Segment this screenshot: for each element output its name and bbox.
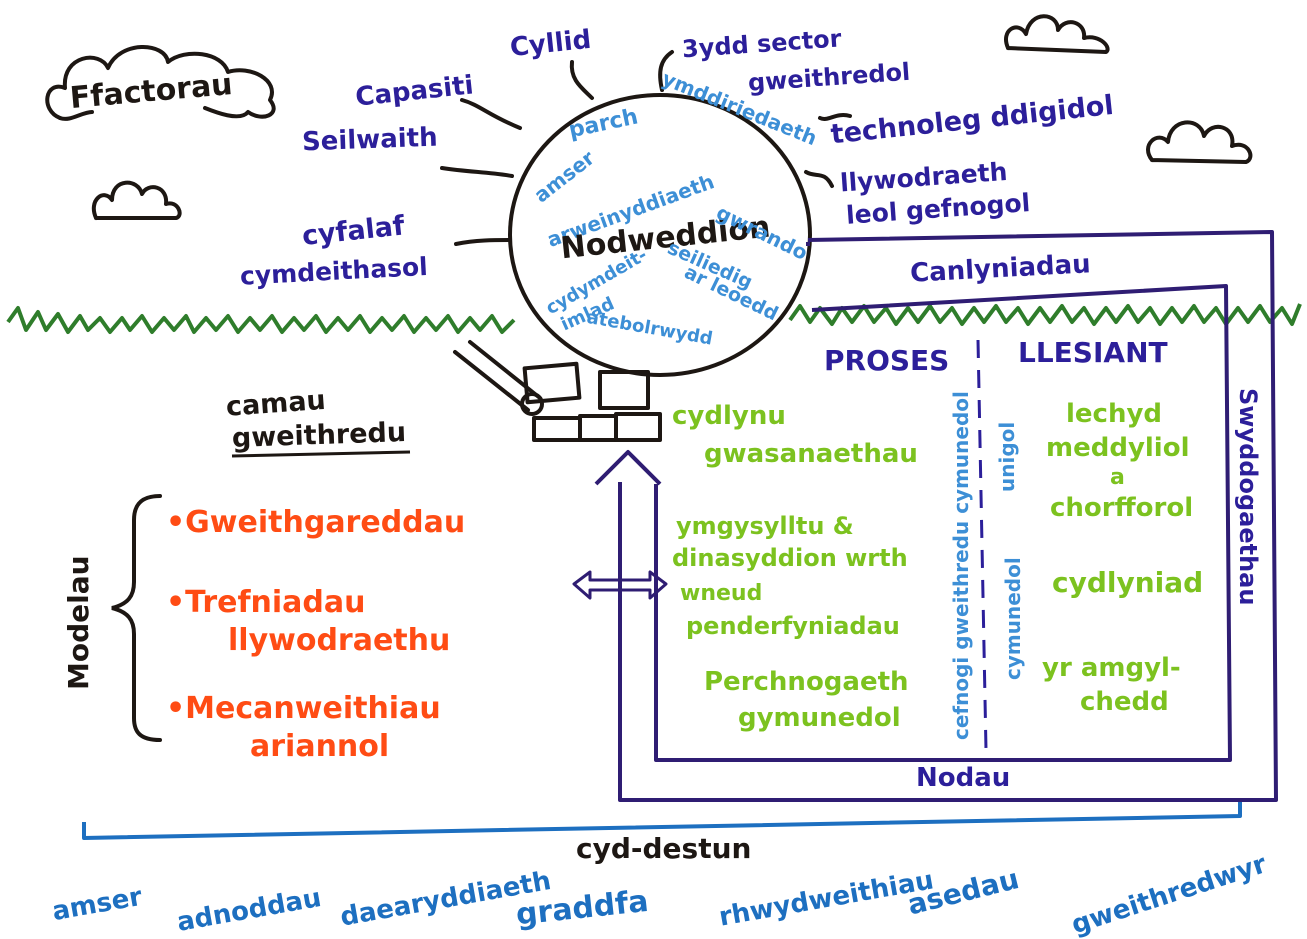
factor-seilwaith: Seilwaith <box>302 123 439 158</box>
proses-item-3-line1: Perchnogaeth <box>704 667 909 697</box>
cart-drawing <box>453 340 662 442</box>
ray-cyllid <box>569 60 594 100</box>
factor-capasiti: Capasiti <box>354 70 475 112</box>
cloud-title <box>45 45 276 121</box>
ray-third-sector <box>658 50 674 92</box>
divider-cymunedol: cymunedol <box>1001 557 1025 680</box>
ray-capasiti <box>460 98 522 130</box>
factor-cyfalaf-line2: cymdeithasol <box>239 252 428 291</box>
cloud-right <box>1146 120 1253 164</box>
factor-tech: technoleg ddigidol <box>829 90 1115 151</box>
llesiant-list: lechyd meddyliol a chorfforol cydlyniad … <box>1042 399 1203 717</box>
ray-llywodraeth <box>804 170 834 188</box>
outcomes-label: Canlyniadau <box>909 249 1091 288</box>
llesiant-item-3-line2: chedd <box>1080 687 1169 717</box>
ray-cyfalaf <box>454 238 512 246</box>
value-parch: parch <box>567 104 641 143</box>
ground-line <box>6 303 1302 334</box>
model-item-1-line1: •Gweithgareddau <box>166 505 465 540</box>
cloud-small-left <box>92 180 182 220</box>
proses-item-3-line2: gymunedol <box>738 703 901 733</box>
llesiant-item-2-line1: cydlyniad <box>1052 566 1203 599</box>
model-item-3-line2: ariannol <box>250 729 389 764</box>
cloud-top-right <box>1004 14 1110 54</box>
llesiant-item-1-line3: a <box>1110 465 1125 490</box>
divider-unigol: unigol <box>995 422 1019 492</box>
steps-line1: camau <box>225 385 327 423</box>
factor-third-sector-line1: 3ydd sector <box>681 24 842 63</box>
proses-list: cydlynu gwasanaethau ymgysylltu & dinasy… <box>672 401 918 733</box>
outcomes-frame <box>594 230 1278 802</box>
models-brace <box>111 494 162 742</box>
llesiant-item-1-line4: chorfforol <box>1050 493 1193 523</box>
value-atebolrwydd: atebolrwydd <box>585 307 714 350</box>
ray-tech <box>818 113 852 121</box>
proses-item-2-line4: penderfyniadau <box>686 612 900 640</box>
steps-line2: gweithredu <box>231 417 406 454</box>
model-item-2-line1: •Trefniadau <box>166 585 366 620</box>
center-divider <box>976 339 988 751</box>
model-item-3-line1: •Mecanweithiau <box>166 691 441 726</box>
proses-item-1-line1: cydlynu <box>672 401 786 431</box>
llesiant-item-1-line2: meddyliol <box>1046 433 1190 463</box>
context-line <box>82 802 1242 840</box>
model-item-2-line2: llywodraethu <box>228 623 450 658</box>
proses-item-1-line2: gwasanaethau <box>704 439 918 469</box>
context-item: rhwydweithiau <box>717 865 936 932</box>
value-amser: amser <box>529 145 599 207</box>
double-arrow-icon <box>572 570 668 600</box>
models-label: Modelau <box>62 555 95 690</box>
ray-seilwaith <box>440 166 514 178</box>
context-item: amser <box>50 882 145 927</box>
steps-underline <box>231 450 411 458</box>
context-label: cyd-destun <box>576 832 751 865</box>
context-item: gweithredwyr <box>1068 849 1270 939</box>
values-circle <box>440 50 852 377</box>
models-list: •Gweithgareddau •Trefniadau llywodraethu… <box>166 505 465 764</box>
llesiant-item-1-line1: lechyd <box>1066 399 1162 429</box>
factor-cyfalaf-line1: cyfalaf <box>301 210 407 252</box>
llesiant-item-3-line1: yr amgyl- <box>1042 653 1181 683</box>
proses-item-2-line1: ymgysylltu & <box>676 512 854 540</box>
proses-heading: PROSES <box>824 344 949 377</box>
context-item: adnoddau <box>175 883 324 938</box>
proses-item-2-line3: wneud <box>680 581 762 606</box>
functions-label: Swyddogaethau <box>1234 388 1262 605</box>
goals-label: Nodau <box>916 763 1010 793</box>
factor-third-sector-line2: gweithredol <box>747 58 911 97</box>
divider-community: cefnogi gweithredu cymunedol <box>949 391 973 740</box>
proses-item-2-line2: dinasyddion wrth <box>672 544 908 572</box>
factor-cyllid: Cyllid <box>509 25 593 63</box>
llesiant-heading: LLESIANT <box>1018 336 1168 369</box>
